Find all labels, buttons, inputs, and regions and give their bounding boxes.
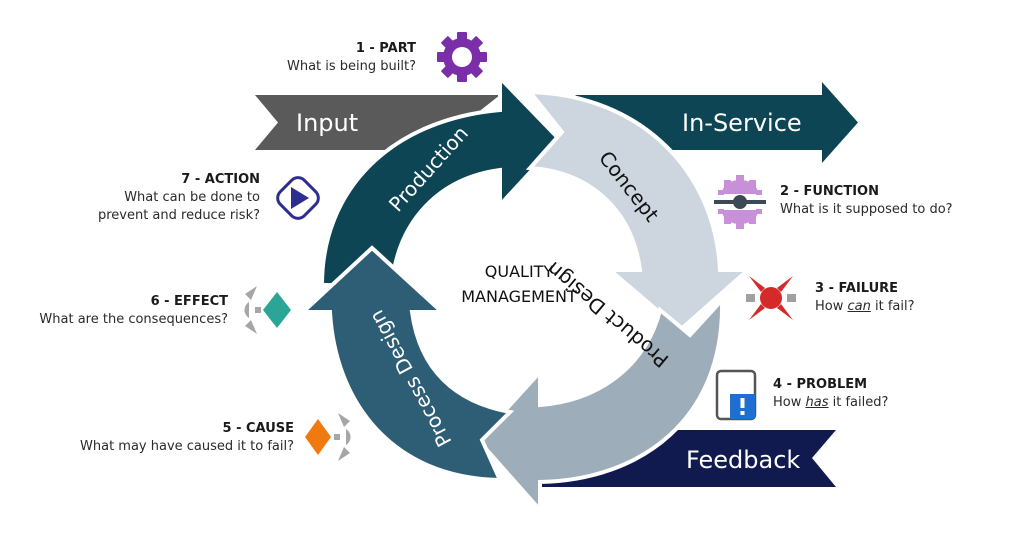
cycle-segment-production: Production [319, 73, 563, 287]
step-2-title: 2 - FUNCTION [780, 184, 879, 199]
cycle-segment-process-design: Process Design [297, 245, 515, 483]
step-3-desc-emphasis: can [847, 299, 871, 314]
failure-burst-icon [746, 276, 796, 320]
step-3-title: 3 - FAILURE [815, 281, 899, 296]
step-5-cause: 5 - CAUSE What may have caused it to fai… [50, 420, 294, 456]
step-7-desc-line2: prevent and reduce risk? [97, 208, 260, 223]
step-5-desc: What may have caused it to fail? [80, 439, 294, 454]
step-5-title: 5 - CAUSE [222, 421, 295, 436]
center-label-line2: MANAGEMENT [461, 287, 577, 306]
step-4-desc-post: it failed? [828, 395, 889, 410]
step-3-failure: 3 - FAILURE How can it fail? [815, 280, 995, 316]
input-banner-label: Input [296, 109, 358, 137]
function-gear-icon [714, 175, 766, 229]
step-2-desc: What is it supposed to do? [780, 202, 953, 217]
step-3-desc-pre: How [815, 299, 848, 314]
step-1-desc: What is being built? [286, 59, 416, 74]
step-1-part: 1 - PART What is being built? [268, 40, 416, 76]
gear-icon [437, 32, 487, 82]
effect-diamond-icon [244, 286, 291, 334]
step-4-desc-pre: How [773, 395, 806, 410]
cause-diamond-icon [305, 413, 351, 461]
step-4-desc: How has it failed? [773, 394, 953, 412]
step-7-title: 7 - ACTION [181, 172, 260, 187]
step-1-title: 1 - PART [355, 41, 416, 56]
step-4-desc-emphasis: has [805, 395, 829, 410]
step-7-action: 7 - ACTION What can be done to prevent a… [70, 171, 260, 225]
play-action-icon [276, 176, 320, 220]
step-7-desc-line1: What can be done to [124, 190, 260, 205]
in-service-banner-label: In-Service [682, 109, 802, 137]
problem-alert-icon [715, 369, 757, 421]
center-label-line1: QUALITY [485, 262, 554, 281]
step-6-title: 6 - EFFECT [150, 294, 228, 309]
step-3-desc-post: it fail? [870, 299, 915, 314]
in-service-banner: In-Service [575, 82, 858, 163]
step-6-desc: What are the consequences? [39, 312, 228, 327]
step-6-effect: 6 - EFFECT What are the consequences? [20, 293, 228, 329]
step-3-desc: How can it fail? [815, 298, 995, 316]
step-4-problem: 4 - PROBLEM How has it failed? [773, 376, 953, 412]
step-4-title: 4 - PROBLEM [773, 377, 868, 392]
feedback-banner-label: Feedback [686, 446, 800, 474]
step-2-function: 2 - FUNCTION What is it supposed to do? [780, 183, 1000, 219]
